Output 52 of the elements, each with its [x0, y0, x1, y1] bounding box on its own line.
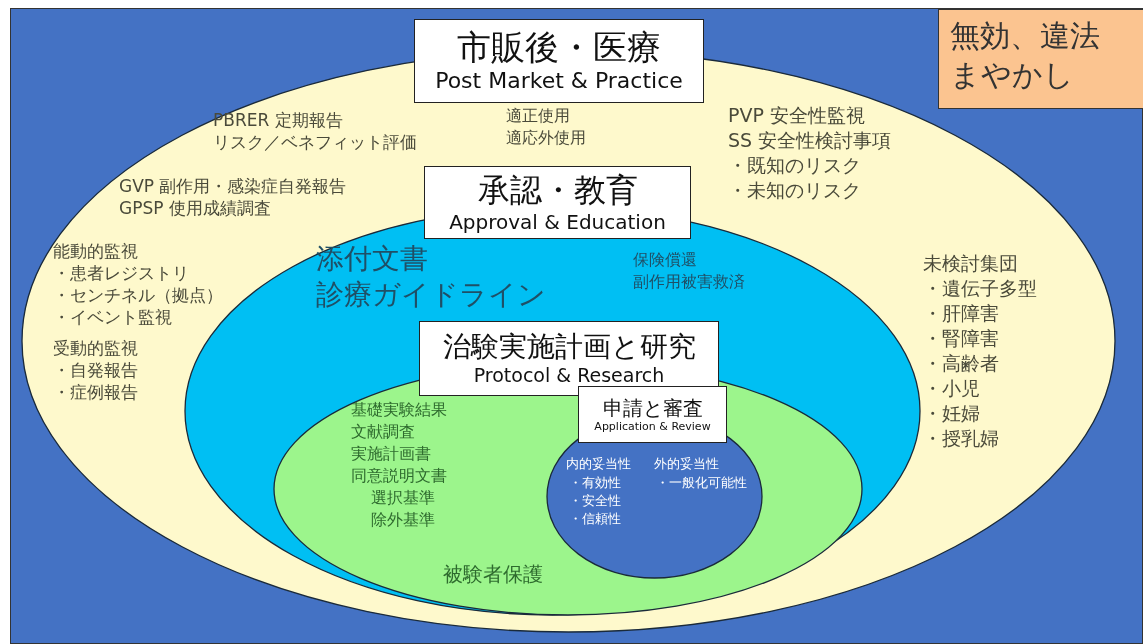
item-text: 基礎実験結果 [351, 401, 447, 420]
item-text: SS 安全性検討事項 [728, 130, 892, 152]
item-text: PVP 安全性監視 [728, 105, 865, 127]
item-text: 受動的監視 [53, 339, 138, 359]
item-text: ・妊婦 [923, 403, 980, 425]
title-text: 治験実施計画と研究 [442, 330, 696, 364]
item-text: 実施計画書 [351, 445, 431, 464]
item-text: 保険償還 [633, 251, 697, 270]
item-text: ・既知のリスク [728, 155, 861, 177]
item-text: 適応外使用 [506, 129, 586, 148]
item-text: ・患者レジストリ [53, 264, 189, 284]
subtitle-text: Protocol & Research [473, 363, 665, 387]
item-text: GVP 副作用・感染症自発報告 [119, 177, 347, 197]
subtitle-text: Application & Review [594, 419, 711, 434]
item-text: ・センチネル（拠点） [53, 286, 223, 306]
item-text: GPSP 使用成績調査 [119, 199, 271, 219]
subtitle-text: Post Market & Practice [435, 68, 683, 95]
item-text: ・遺伝子多型 [923, 278, 1037, 300]
item-text: PBRER 定期報告 [213, 111, 343, 131]
item-text: ・自発報告 [53, 361, 138, 381]
item-text: 内的妥当性 [566, 457, 631, 472]
item-text: ・授乳婦 [923, 428, 999, 450]
item-text: ・症例報告 [53, 383, 138, 403]
item-text: ・高齢者 [923, 353, 999, 375]
subtitle-text: Approval & Education [449, 209, 666, 234]
item-text: リスク／ベネフィット評価 [213, 133, 417, 153]
item-text: ・信頼性 [569, 512, 621, 527]
item-text: ・有効性 [569, 476, 621, 491]
callout-box [938, 9, 1143, 109]
item-text: ・安全性 [569, 494, 621, 509]
item-text: ・一般化可能性 [656, 476, 747, 491]
label-text: 無効、違法まやかし [950, 17, 1101, 94]
title-text: 市販後・医療 [457, 27, 661, 69]
item-text: ・未知のリスク [728, 180, 861, 202]
item-text: 被験者保護 [443, 563, 543, 586]
item-text: 選択基準 [371, 489, 435, 508]
item-text: ・小児 [923, 378, 980, 400]
item-text: 文献調査 [351, 423, 415, 442]
item-text: ・イベント監視 [53, 308, 172, 328]
item-text: 添付文書 [316, 243, 428, 276]
item-text: 副作用被害救済 [633, 273, 745, 292]
item-text: 適正使用 [506, 107, 570, 126]
item-text: ・肝障害 [923, 303, 999, 325]
item-text: 外的妥当性 [654, 457, 719, 472]
item-text: 能動的監視 [53, 242, 138, 262]
title-text: 承認・教育 [477, 171, 638, 210]
title-text: 申請と審査 [602, 395, 703, 420]
item-text: 同意説明文書 [351, 467, 447, 486]
item-text: 除外基準 [371, 511, 435, 530]
item-text: 未検討集団 [923, 253, 1018, 275]
item-text: ・腎障害 [923, 328, 999, 350]
item-text: 診療ガイドライン [316, 279, 546, 312]
